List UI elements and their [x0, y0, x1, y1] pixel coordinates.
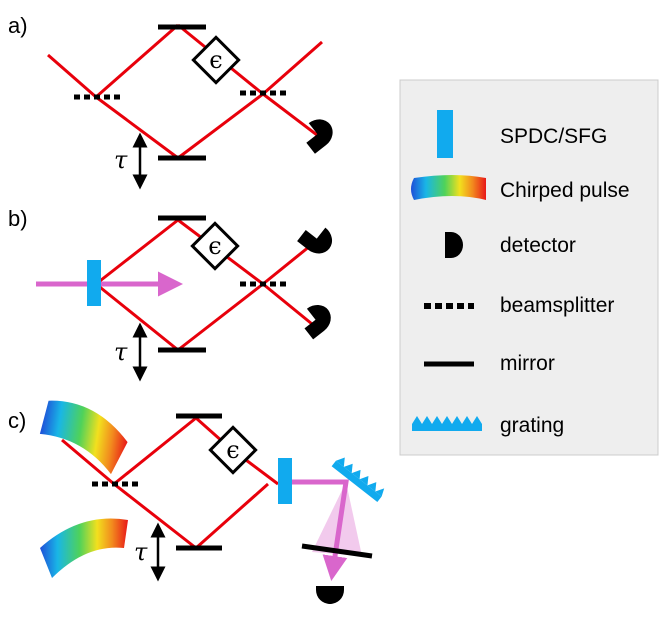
detector-icon — [306, 119, 333, 154]
panel-c-label: c) — [8, 408, 26, 433]
legend-label-detector: detector — [500, 234, 576, 257]
detector-icon — [316, 586, 344, 604]
sample-box — [190, 221, 240, 271]
slit-mirror — [301, 543, 373, 559]
detector-icon — [304, 304, 331, 340]
sample-box — [191, 35, 241, 85]
panel-a: a) ϵ τ — [8, 13, 333, 190]
legend: SPDC/SFG Chirped pulse detector beamspli… — [399, 79, 659, 456]
legend-label-spdc: SPDC/SFG — [500, 125, 607, 148]
chirped-pulse-icon — [411, 175, 486, 200]
sample-box — [208, 425, 258, 475]
delay-label: τ — [114, 146, 128, 174]
detector-icon — [445, 232, 463, 258]
sample-label: ϵ — [226, 436, 239, 464]
delay-label: τ — [134, 538, 148, 566]
panel-b: b) ϵ τ — [8, 206, 333, 382]
panel-c: c) ϵ — [8, 400, 385, 604]
pump-beam — [288, 479, 349, 581]
panel-b-label: b) — [8, 206, 28, 231]
chirped-pulse-icon — [39, 400, 128, 475]
legend-label-chirped: Chirped pulse — [500, 179, 630, 202]
dispersed-beam — [312, 482, 362, 556]
grating-icon — [412, 416, 482, 431]
crystal-icon — [437, 110, 453, 158]
detector-icon — [297, 227, 333, 254]
legend-label-grating: grating — [500, 414, 564, 437]
panel-a-label: a) — [8, 13, 28, 38]
chirped-pulse-icon — [40, 518, 128, 578]
grating-icon — [331, 457, 385, 502]
sample-label: ϵ — [208, 232, 221, 260]
panel-c-beams — [61, 416, 279, 550]
legend-label-mirror: mirror — [500, 352, 555, 375]
sample-label: ϵ — [209, 46, 222, 74]
panel-a-beams — [47, 23, 323, 160]
crystal-icon — [278, 458, 292, 504]
panel-b-beams — [95, 218, 313, 352]
delay-label: τ — [114, 338, 128, 366]
crystal-icon — [87, 260, 101, 306]
legend-label-beamsplitter: beamsplitter — [500, 294, 614, 317]
